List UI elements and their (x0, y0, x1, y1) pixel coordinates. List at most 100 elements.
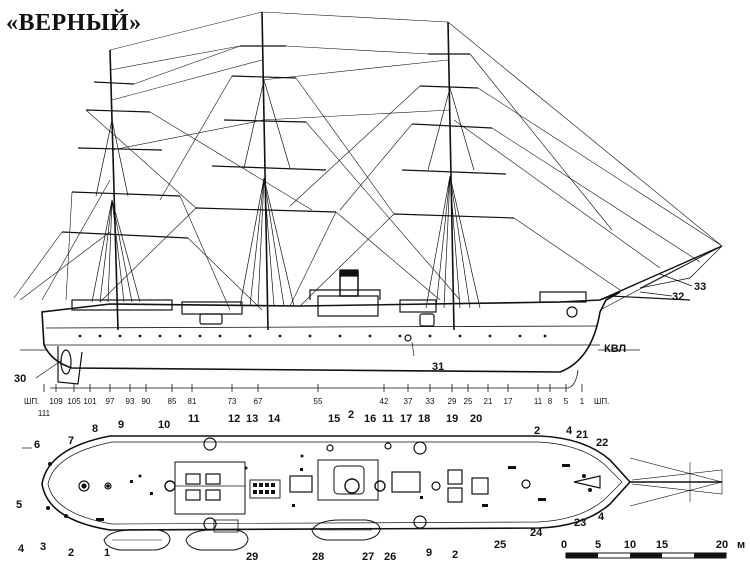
main-mast (261, 11, 269, 331)
frame-label: 73 (228, 397, 237, 406)
frame-label: 1 (580, 397, 585, 406)
callout-6: 6 (34, 439, 40, 451)
callout-11a: 11 (188, 413, 200, 425)
frame-label: 85 (168, 397, 177, 406)
rudder (57, 346, 83, 385)
callout-31: 31 (432, 361, 444, 373)
frame-label: 37 (404, 397, 413, 406)
callout-15: 15 (328, 413, 340, 425)
masts (109, 11, 455, 331)
callout-18: 18 (418, 413, 430, 425)
callout-4a: 4 (18, 543, 25, 555)
frame-label: 21 (484, 397, 493, 406)
frame-baseline (50, 369, 579, 389)
callout-24: 24 (530, 527, 543, 539)
scale-tick-20: 20 (716, 539, 728, 551)
deck-fittings (46, 454, 592, 521)
callout-14: 14 (268, 413, 281, 425)
callout-5: 5 (16, 499, 22, 511)
callout-3: 3 (40, 541, 46, 553)
frame-label: 17 (504, 397, 513, 406)
callout-30: 30 (14, 373, 26, 385)
frame-label: 105 (67, 397, 81, 406)
frame-end-label: ШП. (594, 397, 609, 406)
ship-title: «ВЕРНЫЙ» (6, 10, 142, 36)
frame-label: 29 (448, 397, 457, 406)
side-view: КВЛ (13, 11, 723, 392)
frame-label: 42 (380, 397, 389, 406)
frame-label: 109 (49, 397, 63, 406)
callout-26: 26 (384, 551, 396, 563)
aft-deckhouse (71, 299, 173, 311)
callout-16: 16 (364, 413, 376, 425)
callout-20: 20 (470, 413, 482, 425)
bowsprit (599, 245, 723, 301)
callout-7: 7 (68, 435, 74, 447)
scale-tick-10: 10 (624, 539, 636, 551)
frame-label: 97 (106, 397, 115, 406)
boat-29 (185, 529, 249, 551)
callout-29: 29 (246, 551, 258, 563)
callout-28: 28 (312, 551, 324, 563)
rigging (13, 11, 723, 311)
callout-9a: 9 (118, 419, 124, 431)
callout-2b: 2 (348, 409, 354, 421)
frame-label: 5 (564, 397, 569, 406)
anchor-hawse (566, 306, 578, 318)
frame-prefix-label: ШП. (24, 397, 39, 406)
frame-label: 93 (126, 397, 135, 406)
callout-17: 17 (400, 413, 412, 425)
hull-outline (41, 291, 621, 373)
callout-12: 12 (228, 413, 240, 425)
frame-label: 55 (314, 397, 323, 406)
leader-lines (22, 273, 693, 449)
frame-label: 11 (534, 397, 543, 406)
shrouds (91, 78, 481, 309)
callout-2c: 2 (452, 549, 458, 561)
frame-label: 81 (188, 397, 197, 406)
frame-label: 67 (254, 397, 263, 406)
waterline-label: КВЛ (604, 343, 626, 355)
deck-plan (41, 435, 724, 551)
porthole-31 (404, 334, 412, 342)
callout-13: 13 (246, 413, 258, 425)
callout-11b: 11 (382, 413, 394, 425)
callout-19: 19 (446, 413, 458, 425)
callout-32: 32 (672, 291, 684, 303)
callout-21: 21 (576, 429, 588, 441)
callout-8: 8 (92, 423, 98, 435)
frame-label: 33 (426, 397, 435, 406)
frame-label: 101 (83, 397, 97, 406)
callouts: 1 2 2 2 2 3 4 4 4 5 6 7 8 9 9 10 11 11 1… (14, 281, 706, 563)
callout-2a: 2 (68, 547, 74, 559)
callout-22: 22 (596, 437, 608, 449)
scale-tick-5: 5 (595, 539, 601, 551)
scale-unit: м (737, 539, 745, 551)
portholes (78, 334, 547, 338)
frame-label: 111 (38, 409, 51, 418)
callout-4c: 4 (598, 511, 605, 523)
fore-mast (447, 21, 455, 331)
callout-25: 25 (494, 539, 506, 551)
boat-28 (311, 519, 381, 541)
skylight-12 (249, 479, 281, 499)
frame-label: 8 (548, 397, 553, 406)
callout-9b: 9 (426, 547, 432, 559)
scale-bar (565, 552, 727, 559)
callout-10: 10 (158, 419, 170, 431)
funnel-plan (344, 478, 360, 494)
callout-33: 33 (694, 281, 706, 293)
frame-label: 25 (464, 397, 473, 406)
callout-27: 27 (362, 551, 374, 563)
scale-tick-0: 0 (561, 539, 567, 551)
mizzen-mast (109, 49, 119, 331)
boat-1 (103, 529, 171, 551)
callout-1: 1 (104, 547, 110, 559)
callout-23: 23 (574, 517, 586, 529)
callout-2d: 2 (534, 425, 540, 437)
frame-label: 90 (142, 397, 151, 406)
yards (61, 45, 515, 239)
callout-4b: 4 (566, 425, 573, 437)
